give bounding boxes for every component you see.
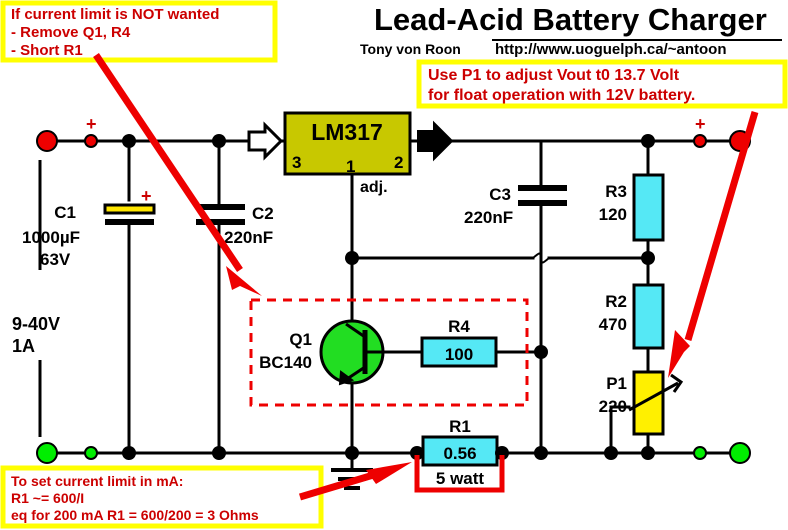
arrow-line-to-p1: [684, 111, 759, 341]
note-bottom-left-line2: R1 ~= 600/I: [11, 490, 84, 506]
junction-dot: [641, 251, 655, 265]
author-label: Tony von Roon: [360, 41, 461, 57]
junction-dot: [604, 446, 618, 460]
r2-ref-label: R2: [605, 292, 627, 311]
input-node-negative: [84, 446, 98, 460]
output-plus-marker: +: [695, 114, 706, 134]
lm317-pin-out: 2: [394, 153, 403, 172]
note-top-left-line2: - Remove Q1, R4: [11, 24, 131, 41]
r1-ref-label: R1: [449, 417, 471, 436]
lm317-adj-label: adj.: [360, 179, 388, 196]
r2-body: [632, 283, 665, 350]
note-top-right-line1: Use P1 to adjust Vout t0 13.7 Volt: [428, 67, 680, 84]
c2-ref-label: C2: [252, 204, 274, 223]
arrow-line-to-r1: [298, 469, 382, 501]
note-box-top-left: [0, 0, 278, 63]
lm317-pin-in: 3: [292, 153, 301, 172]
p1-wiper-line: [628, 381, 679, 412]
current-limit-section-outline: [249, 298, 529, 407]
junction-dot: [641, 134, 655, 148]
r2-value-label: 470: [599, 315, 627, 334]
q1-emitter-arrow-icon: [338, 370, 355, 386]
c1-polarity-marker: +: [141, 186, 152, 206]
r4-ref-label: R4: [448, 317, 470, 336]
input-spec-voltage: 9-40V: [12, 314, 60, 334]
note-bottom-left-line3: eq for 200 mA R1 = 600/200 = 3 Ohms: [11, 507, 259, 523]
input-terminal-negative[interactable]: [36, 442, 58, 464]
r3-ref-label: R3: [605, 182, 627, 201]
c1-ref-label: C1: [54, 203, 76, 222]
input-spec-current: 1A: [12, 336, 35, 356]
c1-plate-positive: [103, 203, 156, 215]
junction-dot: [410, 446, 424, 460]
lm317-label: LM317: [311, 119, 383, 145]
junction-dot: [534, 446, 548, 460]
junction-dot: [641, 446, 655, 460]
c1-value-label: 1000µF: [22, 228, 80, 247]
junction-dot: [495, 446, 509, 460]
note-bottom-left-line1: To set current limit in mA:: [11, 473, 183, 489]
r3-value-label: 120: [599, 205, 627, 224]
junction-dot: [122, 134, 136, 148]
r4-body: [420, 336, 498, 368]
lm317-pin-adj: 1: [346, 157, 355, 176]
r1-power-label: 5 watt: [436, 469, 485, 488]
input-node-positive: [84, 134, 98, 148]
r1-body: [421, 435, 499, 467]
note-box-top-right: [416, 59, 788, 109]
p1-wiper-arrow-icon: [670, 373, 684, 393]
note-top-left-line3: - Short R1: [11, 42, 83, 59]
q1-value-label: BC140: [259, 353, 312, 372]
input-flow-arrow-icon: [247, 121, 284, 161]
c3-ref-label: C3: [489, 185, 511, 204]
c1-rating-label: 63V: [40, 250, 71, 269]
arrow-head-to-r1: [366, 462, 412, 484]
junction-dot: [345, 446, 359, 460]
junction-dot: [122, 446, 136, 460]
output-terminal-negative[interactable]: [729, 442, 751, 464]
short-r1-jumper-annotation: [414, 455, 505, 493]
output-node-negative: [693, 446, 707, 460]
r3-body: [632, 173, 665, 242]
r1-value-label: 0.56: [443, 444, 476, 463]
arrow-head-to-p1: [668, 330, 690, 378]
output-node-positive: [693, 134, 707, 148]
arrow-head-to-current-limit: [226, 266, 262, 296]
q1-ref-label: Q1: [289, 330, 312, 349]
lm317-body: [283, 111, 412, 176]
q1-collector-lead: [345, 322, 366, 339]
junction-dot: [345, 251, 359, 265]
source-url: http://www.uoguelph.ca/~antoon: [495, 41, 727, 58]
input-plus-marker: +: [86, 114, 97, 134]
junction-dot: [212, 134, 226, 148]
wire-p1-wiper-tap: [609, 405, 631, 455]
p1-value-label: 220: [599, 397, 627, 416]
note-box-bottom-left: [0, 465, 324, 529]
junction-dot: [212, 446, 226, 460]
note-top-right-line2: for float operation with 12V battery.: [428, 87, 695, 104]
note-top-left-line1: If current limit is NOT wanted: [11, 6, 219, 23]
page-title: Lead-Acid Battery Charger: [374, 2, 767, 37]
arrow-line-to-current-limit: [93, 53, 243, 272]
junction-dot: [534, 345, 548, 359]
r4-value-label: 100: [445, 345, 473, 364]
c3-value-label: 220nF: [464, 208, 513, 227]
input-terminal-positive[interactable]: [36, 130, 58, 152]
p1-body[interactable]: [632, 370, 665, 436]
p1-ref-label: P1: [606, 374, 627, 393]
output-flow-arrow-icon: [417, 120, 454, 162]
c2-value-label: 220nF: [224, 228, 273, 247]
